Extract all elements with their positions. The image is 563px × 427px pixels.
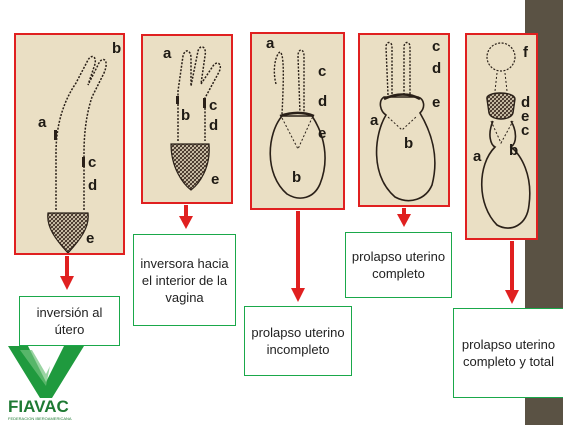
arrow-2-head [179, 216, 193, 229]
caption-complete-prolapse: prolapso uterino completo [345, 232, 452, 298]
caption-uterine-inversion: inversión al útero [19, 296, 120, 346]
arrow-4-head [397, 214, 411, 227]
arrow-3-head [291, 288, 305, 302]
caption-vaginal-inversion: inversora hacia el interior de la vagina [133, 234, 236, 326]
fiavac-emblem: FIAVAC FEDERACION IBEROAMERICANA [6, 342, 96, 422]
svg-text:FIAVAC: FIAVAC [8, 397, 69, 416]
fiavac-logo: FIAVAC FEDERACION IBEROAMERICANA [6, 342, 96, 422]
arrow-1-head [60, 276, 74, 290]
caption-incomplete-prolapse: prolapso uterino incompleto [244, 306, 352, 376]
caption-total-prolapse: prolapso uterino completo y total [453, 308, 563, 398]
svg-text:FEDERACION IBEROAMERICANA: FEDERACION IBEROAMERICANA [8, 416, 72, 421]
arrow-5-head [505, 290, 519, 304]
